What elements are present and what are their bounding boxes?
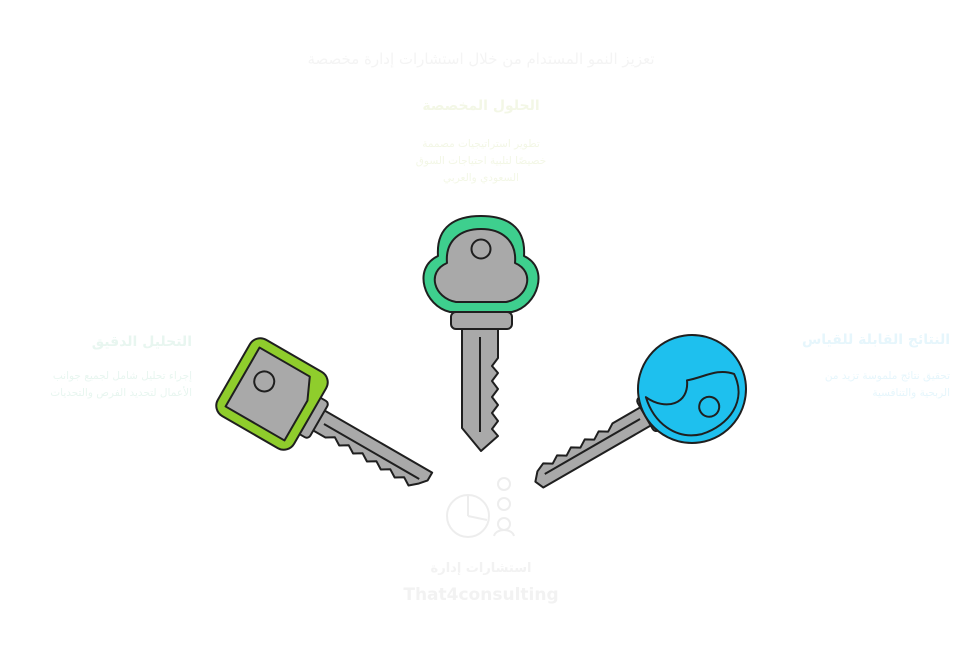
key-icon-right	[534, 334, 747, 489]
left-body-line: الأعمال لتحديد الفرص والتحديات	[50, 387, 192, 399]
left-body-line: إجراء تحليل شامل لجميع جوانب	[52, 370, 192, 382]
top-body-line: تطوير استراتيجيات مصممة	[422, 138, 540, 150]
top-section-heading: الحلول المخصصة	[422, 98, 540, 114]
diagram-title: تعزيز النمو المستدام من خلال استشارات إد…	[307, 50, 655, 68]
right-section-heading: النتائج القابلة للقياس	[801, 332, 950, 348]
left-section-body: إجراء تحليل شامل لجميع جوانب الأعمال لتح…	[20, 368, 192, 402]
top-section-body: تطوير استراتيجيات مصممة خصيصًا لتلبية اح…	[381, 136, 581, 187]
brand-logo-icon	[446, 477, 515, 538]
brand-arabic-name: استشارات إدارة	[430, 561, 532, 576]
right-section-body: تحقيق نتائج ملموسة تزيد من الربحية والتن…	[770, 368, 950, 402]
top-body-line: السعودي والعربي	[443, 172, 519, 184]
key-icon-left	[215, 337, 434, 487]
right-body-line: تحقيق نتائج ملموسة تزيد من	[824, 370, 950, 382]
brand-english-name: That4consulting	[403, 585, 559, 605]
top-body-line: خصيصًا لتلبية احتياجات السوق	[415, 155, 547, 167]
left-section-heading: التحليل الدقيق	[91, 334, 192, 350]
key-icon-top	[422, 215, 540, 452]
right-body-line: الربحية والتنافسية	[872, 387, 950, 399]
